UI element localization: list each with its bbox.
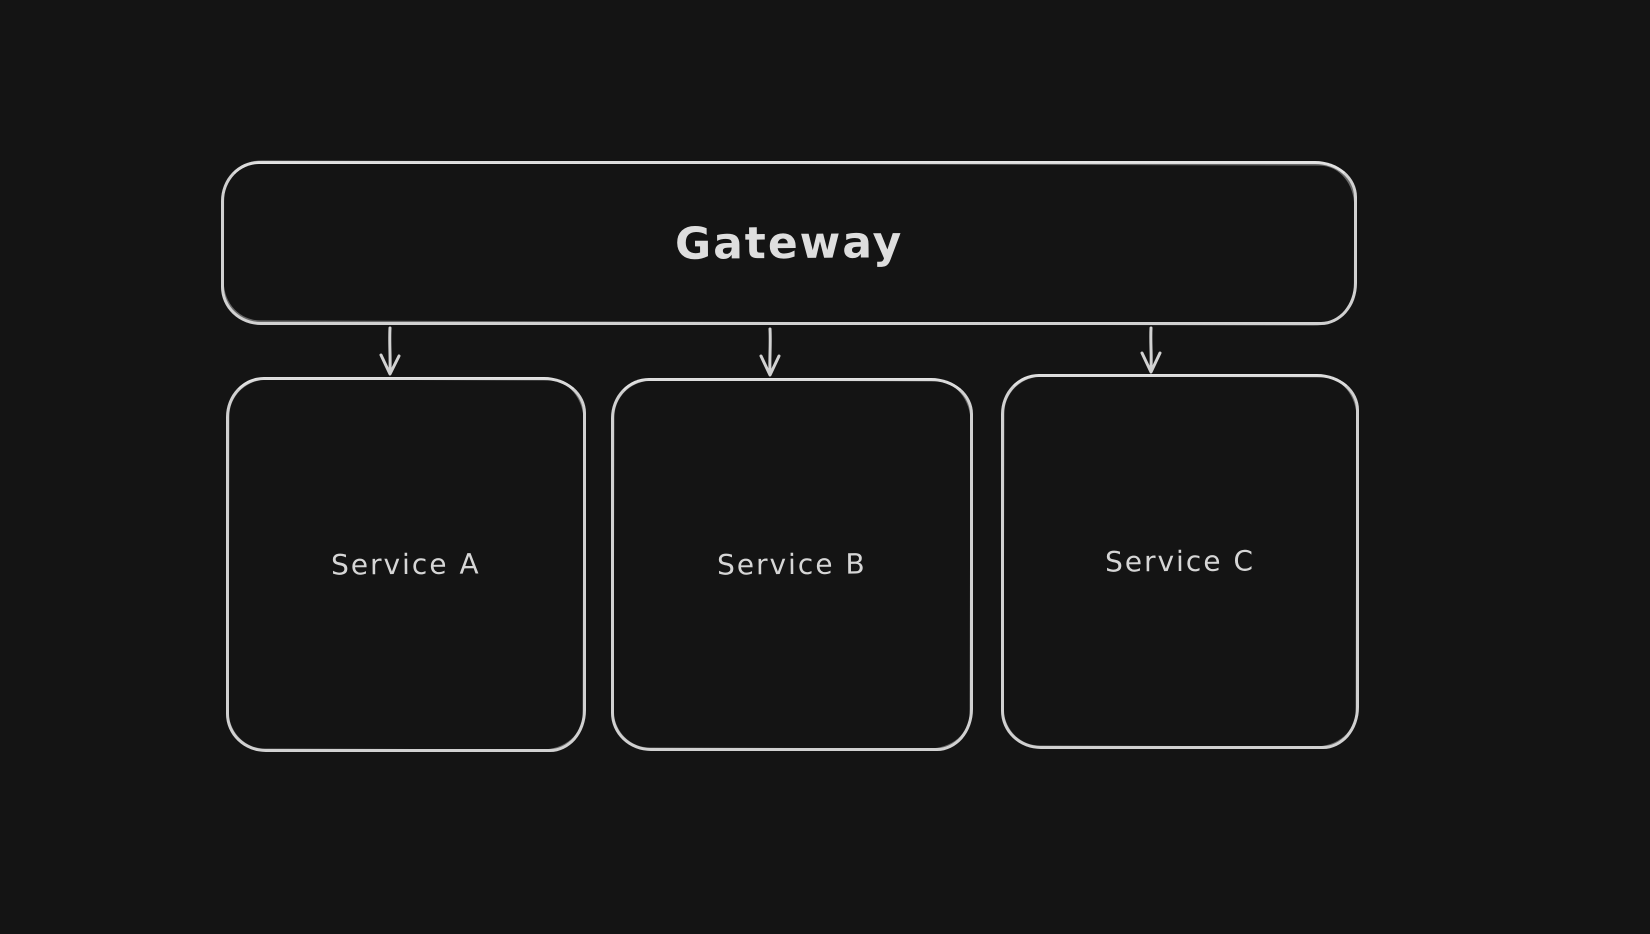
service-c-label: Service C [1104,544,1256,579]
arrow-down-icon[interactable] [379,326,401,376]
arrow-head [379,353,401,376]
arrow-head [1140,351,1162,374]
gateway-node[interactable]: Gateway [221,161,1357,325]
service-a-node[interactable]: Service A [226,377,586,752]
service-b-node[interactable]: Service B [611,378,973,751]
service-b-label: Service B [717,547,867,582]
arrow-head [759,354,781,377]
service-a-label: Service A [331,547,481,582]
service-c-node[interactable]: Service C [1001,374,1359,749]
gateway-label: Gateway [674,216,904,270]
arrow-down-icon[interactable] [759,327,781,377]
arrow-down-icon[interactable] [1140,326,1162,374]
